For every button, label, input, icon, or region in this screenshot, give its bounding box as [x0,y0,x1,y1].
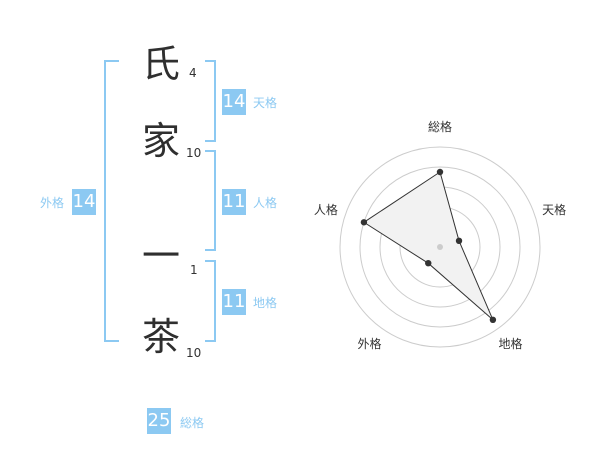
tenkaku-bracket [205,60,216,142]
tenkaku-label: 天格 [253,96,278,110]
radar-ring-5 [339,146,541,348]
radar-point-3 [425,259,432,267]
chikaku-label: 地格 [253,296,278,310]
name-char-2: 家 [142,119,181,163]
gaikaku-value-box: 14 [72,189,96,215]
radar-axis-label-0: 総格 [428,119,452,134]
radar-axis-label-1: 天格 [542,202,566,217]
stroke-count-1: 4 [189,66,197,80]
chikaku-bracket [205,260,216,342]
radar-point-2 [489,316,497,324]
name-char-1: 氏 [142,42,181,86]
chikaku-value-box: 11 [222,289,246,315]
radar-point-4 [360,219,368,226]
jinkaku-bracket [205,150,216,251]
tenkaku-value-box: 14 [222,89,246,115]
soukaku-value-box: 25 [147,408,171,434]
name-char-4: 茶 [142,315,181,359]
radar-polygon [362,171,494,321]
soukaku-label: 総格 [180,416,205,430]
gaikaku-label: 外格 [40,196,65,210]
stroke-count-4: 10 [186,346,202,360]
name-char-3: 一 [142,234,181,278]
gaikaku-bracket [104,60,119,342]
jinkaku-value-box: 11 [222,189,246,215]
radar-axis-label-4: 人格 [314,202,338,217]
radar-axis-label-3: 外格 [357,336,381,351]
radar-ring-4 [359,166,521,328]
jinkaku-label: 人格 [253,196,278,210]
radar-center-dot [437,244,443,250]
radar-point-1 [455,237,463,245]
stroke-count-2: 10 [186,146,202,160]
radar-axis-label-2: 地格 [499,336,523,351]
stroke-count-3: 1 [190,263,198,277]
radar-point-0 [436,168,444,176]
